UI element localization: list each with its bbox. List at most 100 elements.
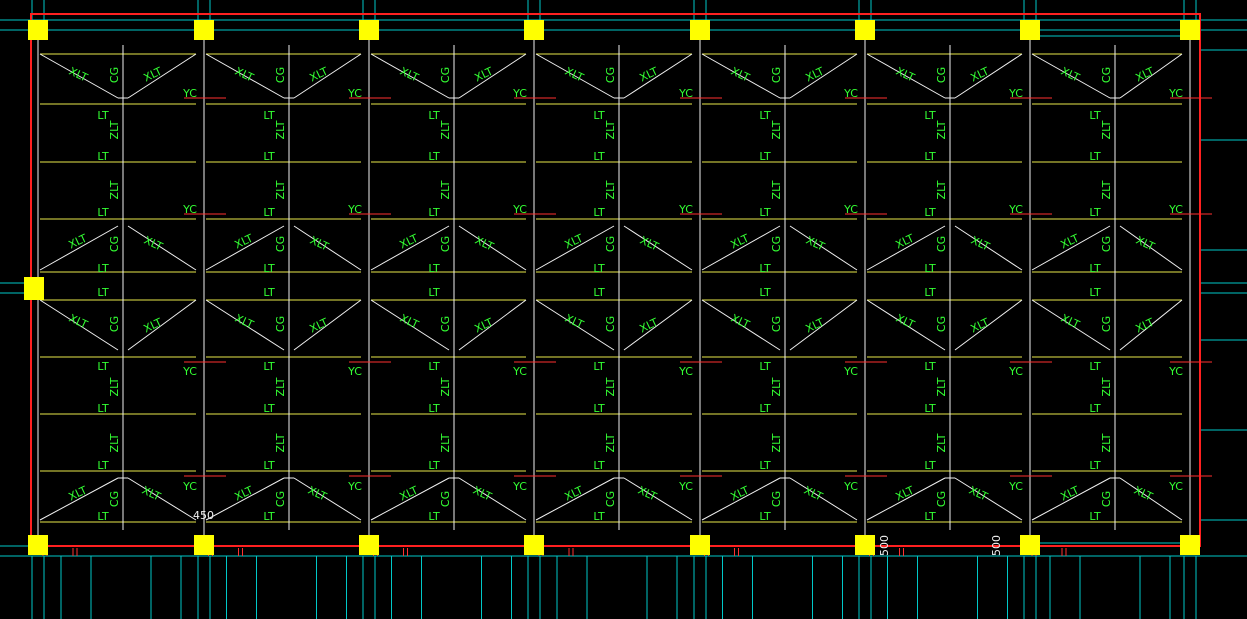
- label-cg: CG: [439, 67, 452, 83]
- column-marker-top: [1020, 20, 1040, 40]
- brace: [1119, 53, 1183, 99]
- label-lt: LT: [759, 510, 771, 523]
- label-zlt: ZLT: [274, 180, 287, 199]
- label-lt: LT: [1089, 109, 1101, 122]
- label-lt: LT: [97, 286, 109, 299]
- brace: [1031, 53, 1111, 99]
- label-lt: LT: [759, 459, 771, 472]
- label-yc: YC: [347, 203, 362, 216]
- label-yc: YC: [1008, 480, 1023, 493]
- label-lt: LT: [428, 459, 440, 472]
- label-lt: LT: [924, 206, 936, 219]
- label-yc: YC: [512, 480, 527, 493]
- brace: [39, 225, 119, 271]
- brace: [39, 477, 119, 521]
- label-zlt: ZLT: [108, 180, 121, 199]
- label-cg: CG: [108, 236, 121, 252]
- label-zlt: ZLT: [770, 433, 783, 452]
- label-yc: YC: [678, 365, 693, 378]
- brace: [293, 225, 362, 271]
- label-lt: LT: [428, 206, 440, 219]
- label-cg: CG: [770, 67, 783, 83]
- label-cg: CG: [108, 67, 121, 83]
- brace: [954, 477, 1023, 521]
- column-marker-bottom: [1020, 535, 1040, 555]
- label-lt: LT: [759, 206, 771, 219]
- label-zlt: ZLT: [439, 120, 452, 139]
- brace: [954, 299, 1023, 351]
- label-zlt: ZLT: [1100, 120, 1113, 139]
- brace: [127, 299, 197, 351]
- label-lt: LT: [97, 262, 109, 275]
- brace: [39, 53, 119, 99]
- label-lt: LT: [1089, 360, 1101, 373]
- column-marker-top: [359, 20, 379, 40]
- label-lt: LT: [593, 510, 605, 523]
- brace: [789, 477, 858, 521]
- brace: [623, 53, 693, 99]
- brace: [1119, 477, 1183, 521]
- column-marker-top: [524, 20, 544, 40]
- label-yc: YC: [182, 203, 197, 216]
- label-cg: CG: [1100, 316, 1113, 332]
- brace: [623, 299, 693, 351]
- column-marker-top: [690, 20, 710, 40]
- label-cg: CG: [274, 316, 287, 332]
- label-lt: LT: [97, 459, 109, 472]
- label-cg: CG: [108, 316, 121, 332]
- label-yc: YC: [512, 87, 527, 100]
- label-zlt: ZLT: [274, 433, 287, 452]
- label-zlt: ZLT: [935, 377, 948, 396]
- label-cg: CG: [108, 491, 121, 507]
- label-lt: LT: [924, 286, 936, 299]
- brace: [127, 225, 197, 271]
- label-cg: CG: [274, 67, 287, 83]
- column-marker-bottom: [524, 535, 544, 555]
- dimension-label-1: 450: [193, 509, 214, 522]
- label-lt: LT: [428, 286, 440, 299]
- brace: [954, 53, 1023, 99]
- label-zlt: ZLT: [108, 120, 121, 139]
- brace: [535, 299, 615, 351]
- label-yc: YC: [1008, 365, 1023, 378]
- brace: [866, 299, 946, 351]
- label-yc: YC: [1008, 87, 1023, 100]
- brace: [370, 225, 450, 271]
- label-lt: LT: [759, 262, 771, 275]
- brace: [866, 53, 946, 99]
- label-lt: LT: [263, 510, 275, 523]
- label-cg: CG: [439, 316, 452, 332]
- label-lt: LT: [97, 109, 109, 122]
- brace: [1119, 225, 1183, 271]
- label-lt: LT: [593, 109, 605, 122]
- label-lt: LT: [97, 206, 109, 219]
- label-yc: YC: [512, 203, 527, 216]
- brace: [954, 225, 1023, 271]
- label-cg: CG: [604, 491, 617, 507]
- brace: [458, 477, 527, 521]
- brace: [293, 53, 362, 99]
- brace: [458, 53, 527, 99]
- brace: [205, 225, 285, 271]
- brace: [370, 477, 450, 521]
- label-yc: YC: [347, 365, 362, 378]
- brace: [293, 477, 362, 521]
- label-cg: CG: [935, 316, 948, 332]
- label-lt: LT: [759, 109, 771, 122]
- label-zlt: ZLT: [935, 120, 948, 139]
- brace: [535, 53, 615, 99]
- column-marker-bottom: [690, 535, 710, 555]
- label-zlt: ZLT: [108, 433, 121, 452]
- label-lt: LT: [593, 206, 605, 219]
- dimension-annotations: 450 500 500: [193, 509, 1003, 556]
- brace: [458, 299, 527, 351]
- label-lt: LT: [924, 459, 936, 472]
- label-zlt: ZLT: [274, 120, 287, 139]
- brace-lines: [39, 53, 1183, 521]
- label-yc: YC: [1168, 480, 1183, 493]
- brace: [1031, 225, 1111, 271]
- label-lt: LT: [1089, 459, 1101, 472]
- column-marker-top: [1180, 20, 1200, 40]
